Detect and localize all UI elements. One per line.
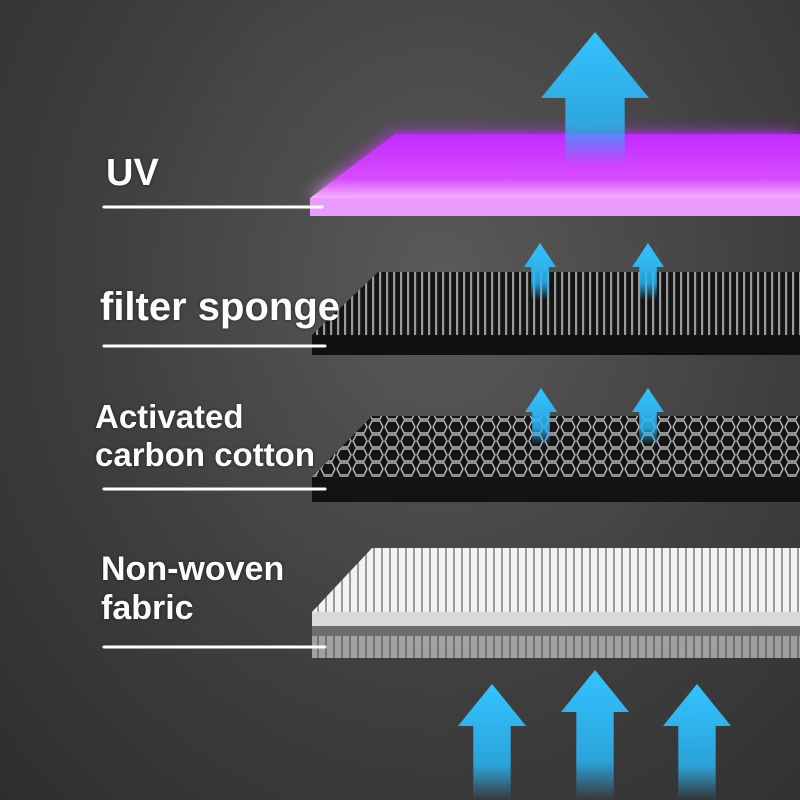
filter-sponge-label: filter sponge: [100, 284, 340, 330]
filter-sponge-layer: [312, 272, 800, 355]
airflow-arrow-icon: [632, 243, 664, 300]
filter-sponge-label-line-1: filter sponge: [100, 285, 341, 329]
activated-carbon-layer: [312, 416, 800, 502]
uv-layer: [310, 134, 800, 216]
non-woven-label: Non-woven fabric: [101, 550, 284, 628]
airflow-arrow-icon: [458, 684, 526, 800]
airflow-arrow-icon: [524, 243, 556, 300]
uv-label: UV: [106, 152, 159, 196]
airflow-arrow-icon: [525, 388, 557, 445]
airflow-arrows: [458, 32, 731, 800]
non-woven-label-line-1: Non-woven: [101, 550, 285, 588]
non-woven-fabric-layer: [312, 548, 800, 658]
uv-label-line-1: UV: [106, 152, 159, 194]
airflow-arrow-icon: [541, 32, 649, 165]
leader-lines: [102, 205, 327, 649]
activated-carbon-label: Activated carbon cotton: [95, 398, 315, 474]
activated-carbon-label-line-2: carbon cotton: [95, 435, 315, 473]
airflow-arrow-icon: [561, 670, 629, 800]
airflow-arrow-icon: [632, 388, 664, 445]
activated-carbon-label-line-1: Activated: [95, 398, 244, 435]
non-woven-label-line-2: fabric: [101, 589, 194, 628]
airflow-arrow-icon: [663, 684, 731, 800]
